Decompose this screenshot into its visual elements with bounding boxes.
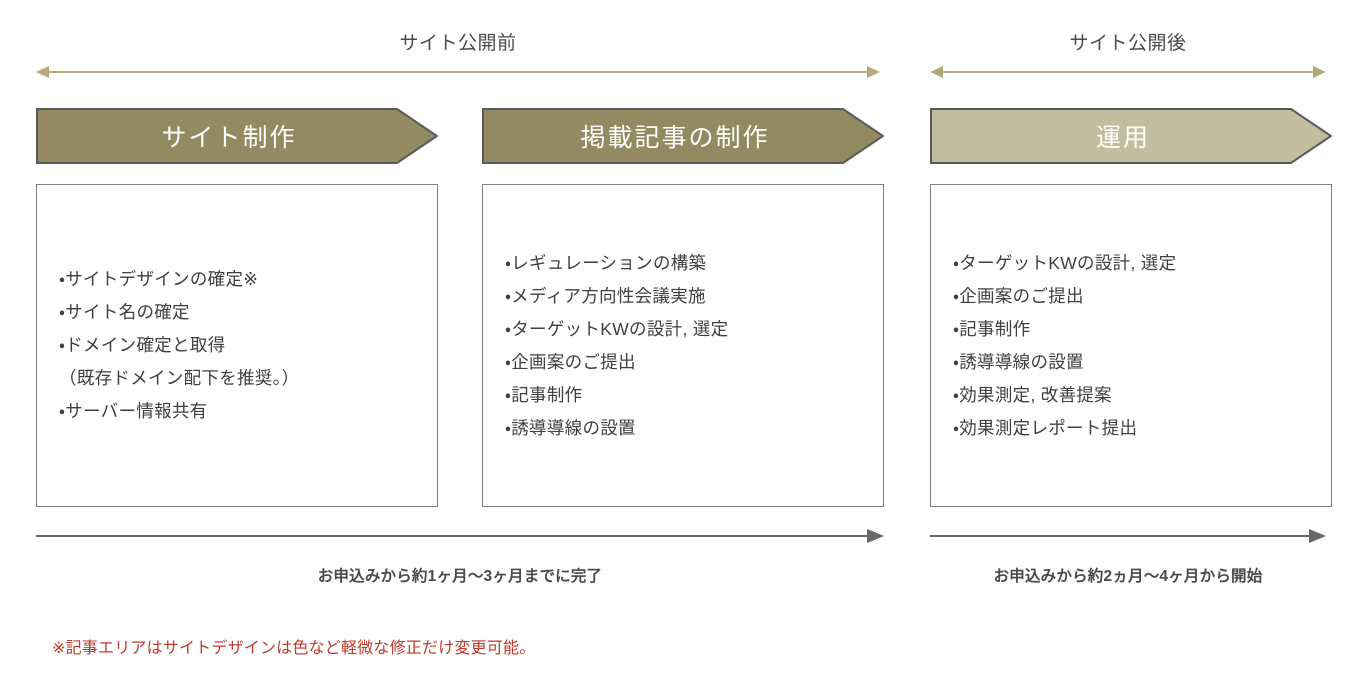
stage-header-label: 運用 bbox=[1095, 124, 1150, 152]
pre-launch-duration-caption: お申込みから約1ヶ月～3ヶ月までに完了 bbox=[317, 568, 603, 585]
list-item: ・記事制作 bbox=[505, 384, 583, 405]
list-item: ・効果測定レポート提出 bbox=[953, 417, 1138, 438]
footnote-note: ※記事エリアはサイトデザインは色など軽微な修正だけ変更可能。 bbox=[52, 640, 536, 657]
phase-caption-pre-launch: サイト公開前 bbox=[399, 33, 517, 54]
list-item: （既存ドメイン配下を推奨。） bbox=[59, 368, 300, 388]
list-item: ・効果測定, 改善提案 bbox=[953, 384, 1112, 405]
list-item: ・誘導導線の設置 bbox=[953, 351, 1084, 372]
list-item: ・ドメイン確定と取得 bbox=[59, 335, 226, 355]
stage-content-box-operation: ・ターゲットKWの設計, 選定 ・企画案のご提出 ・記事制作 ・誘導導線の設置 … bbox=[930, 184, 1332, 507]
list-item: ・企画案のご提出 bbox=[505, 351, 636, 372]
post-launch-span-arrow bbox=[930, 63, 1326, 81]
task-list: ・レギュレーションの構築 ・メディア方向性会議実施 ・ターゲットKWの設計, 選… bbox=[483, 247, 883, 445]
list-item: ・サイトデザインの確定※ bbox=[59, 269, 259, 289]
post-launch-duration-caption: お申込みから約2ヵ月～4ヶ月から開始 bbox=[993, 568, 1263, 585]
list-item: ・企画案のご提出 bbox=[953, 285, 1084, 306]
phase-caption-post-launch: サイト公開後 bbox=[1069, 33, 1187, 54]
list-item: ・サイト名の確定 bbox=[59, 302, 190, 322]
list-item: ・ターゲットKWの設計, 選定 bbox=[953, 252, 1177, 273]
stage-content-box-site-production: ・サイトデザインの確定※ ・サイト名の確定 ・ドメイン確定と取得 （既存ドメイン… bbox=[36, 184, 438, 507]
pre-launch-duration-arrow bbox=[36, 528, 884, 544]
stage-header-operation[interactable]: 運用 bbox=[930, 108, 1332, 164]
post-launch-duration-arrow bbox=[930, 528, 1326, 544]
list-item: ・メディア方向性会議実施 bbox=[505, 285, 706, 306]
stage-content-box-article-production: ・レギュレーションの構築 ・メディア方向性会議実施 ・ターゲットKWの設計, 選… bbox=[482, 184, 884, 507]
stage-header-label: 掲載記事の制作 bbox=[580, 124, 770, 152]
stage-header-article-production[interactable]: 掲載記事の制作 bbox=[482, 108, 884, 164]
list-item: ・レギュレーションの構築 bbox=[505, 252, 707, 273]
list-item: ・記事制作 bbox=[953, 318, 1031, 339]
list-item: ・ターゲットKWの設計, 選定 bbox=[505, 318, 729, 339]
task-list: ・サイトデザインの確定※ ・サイト名の確定 ・ドメイン確定と取得 （既存ドメイン… bbox=[37, 263, 437, 428]
pre-launch-span-arrow bbox=[36, 63, 880, 81]
stage-header-site-production[interactable]: サイト制作 bbox=[36, 108, 438, 164]
list-item: ・サーバー情報共有 bbox=[59, 401, 208, 421]
list-item: ・誘導導線の設置 bbox=[505, 417, 636, 438]
task-list: ・ターゲットKWの設計, 選定 ・企画案のご提出 ・記事制作 ・誘導導線の設置 … bbox=[931, 247, 1331, 445]
stage-header-label: サイト制作 bbox=[161, 124, 297, 152]
